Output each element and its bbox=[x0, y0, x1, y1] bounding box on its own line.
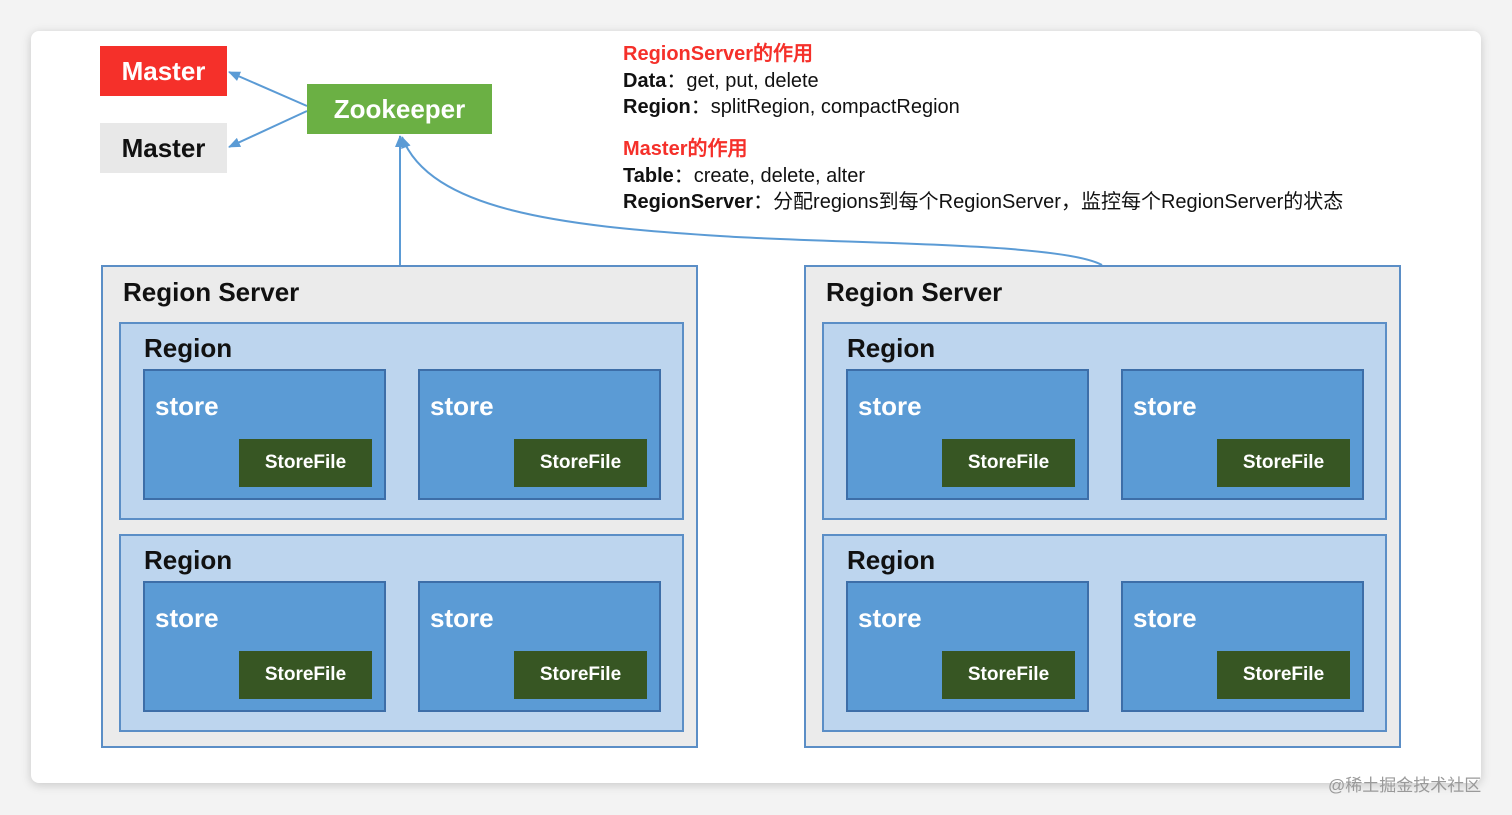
storefile-block: StoreFile bbox=[942, 439, 1075, 487]
region-1-1: Region store StoreFile store StoreFile bbox=[119, 322, 684, 520]
regionserver-role-heading-text: RegionServer的作用 bbox=[623, 43, 814, 65]
regionserver-right-to-zookeeper-arrow bbox=[401, 136, 1103, 266]
regionserver-role-region: Region：splitRegion, compactRegion bbox=[623, 90, 960, 119]
watermark-text: @稀土掘金技术社区 bbox=[1328, 776, 1482, 795]
master-role-heading-text: Master的作用 bbox=[623, 138, 748, 160]
master-active-node: Master bbox=[100, 46, 227, 96]
rs-value: 分配regions到每个RegionServer，监控每个RegionServe… bbox=[773, 191, 1344, 213]
table-value: create, delete, alter bbox=[693, 165, 865, 187]
storefile-block: StoreFile bbox=[1217, 651, 1350, 699]
master-role-regionserver: RegionServer：分配regions到每个RegionServer，监控… bbox=[623, 185, 1343, 214]
region-server-2: Region Server Region store StoreFile sto… bbox=[804, 265, 1401, 748]
separator: ： bbox=[690, 96, 711, 118]
zookeeper-to-master-standby-arrow bbox=[228, 110, 308, 148]
storefile-block: StoreFile bbox=[239, 651, 372, 699]
region-title: Region bbox=[847, 545, 936, 575]
region-2-2: Region store StoreFile store StoreFile bbox=[822, 534, 1387, 732]
store-block: store StoreFile bbox=[1121, 581, 1364, 712]
store-block: store StoreFile bbox=[143, 581, 386, 712]
region-title: Region bbox=[847, 333, 936, 363]
store-label: store bbox=[155, 603, 219, 633]
store-label: store bbox=[858, 391, 922, 421]
store-block: store StoreFile bbox=[846, 581, 1089, 712]
region-title: Region bbox=[144, 333, 233, 363]
region-value: splitRegion, compactRegion bbox=[710, 96, 960, 118]
data-value: get, put, delete bbox=[686, 70, 819, 92]
store-label: store bbox=[1133, 391, 1197, 421]
zookeeper-node: Zookeeper bbox=[307, 84, 492, 134]
store-label: store bbox=[1133, 603, 1197, 633]
regionserver-role-heading: RegionServer的作用 bbox=[623, 37, 813, 66]
region-server-title: Region Server bbox=[123, 277, 300, 307]
separator: ： bbox=[753, 191, 774, 213]
store-label: store bbox=[430, 603, 494, 633]
region-title: Region bbox=[144, 545, 233, 575]
storefile-block: StoreFile bbox=[1217, 439, 1350, 487]
regionserver-role-data: Data：get, put, delete bbox=[623, 64, 819, 93]
storefile-block: StoreFile bbox=[514, 651, 647, 699]
store-label: store bbox=[858, 603, 922, 633]
region-key: Region bbox=[623, 96, 691, 118]
master-role-heading: Master的作用 bbox=[623, 132, 747, 161]
region-server-1: Region Server Region store StoreFile sto… bbox=[101, 265, 698, 748]
master-standby-node: Master bbox=[100, 123, 227, 173]
store-block: store StoreFile bbox=[418, 581, 661, 712]
rs-key: RegionServer bbox=[623, 191, 754, 213]
store-block: store StoreFile bbox=[846, 369, 1089, 500]
separator: ： bbox=[666, 70, 687, 92]
store-label: store bbox=[155, 391, 219, 421]
storefile-block: StoreFile bbox=[514, 439, 647, 487]
region-1-2: Region store StoreFile store StoreFile bbox=[119, 534, 684, 732]
separator: ： bbox=[673, 165, 694, 187]
store-block: store StoreFile bbox=[1121, 369, 1364, 500]
store-block: store StoreFile bbox=[143, 369, 386, 500]
zookeeper-to-master-active-arrow bbox=[228, 71, 308, 107]
storefile-block: StoreFile bbox=[239, 439, 372, 487]
storefile-block: StoreFile bbox=[942, 651, 1075, 699]
store-label: store bbox=[430, 391, 494, 421]
region-server-title: Region Server bbox=[826, 277, 1003, 307]
store-block: store StoreFile bbox=[418, 369, 661, 500]
data-key: Data bbox=[623, 70, 667, 92]
region-2-1: Region store StoreFile store StoreFile bbox=[822, 322, 1387, 520]
table-key: Table bbox=[623, 165, 674, 187]
master-role-table: Table：create, delete, alter bbox=[623, 159, 865, 188]
